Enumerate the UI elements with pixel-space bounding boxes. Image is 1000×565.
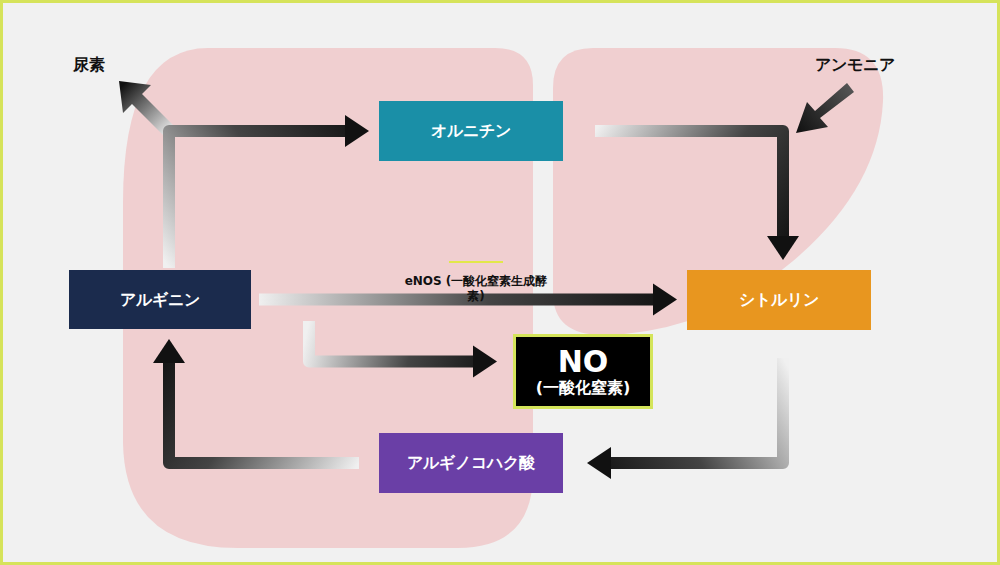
reaction-arrow xyxy=(595,131,799,260)
argininosuccinate-box: アルギノコハク酸 xyxy=(379,433,563,493)
arrow-head xyxy=(653,284,677,316)
enzyme-label: eNOS (一酸化窒素生成酵素) xyxy=(401,274,551,304)
arrow-shaft xyxy=(309,321,475,362)
node-title: オルニチン xyxy=(431,121,511,140)
node-title: NO xyxy=(558,346,609,378)
reaction-arrow xyxy=(153,339,359,463)
arrow-head xyxy=(473,346,497,378)
arrow-shaft xyxy=(595,131,783,238)
ornithine-box: オルニチン xyxy=(379,101,563,161)
enos-underline xyxy=(449,261,503,263)
substance-label: アンモニア xyxy=(815,55,895,76)
node-subtitle: (一酸化窒素) xyxy=(536,378,631,397)
node-title: アルギニン xyxy=(120,290,200,309)
arrow-head xyxy=(587,447,611,479)
arginine-box: アルギニン xyxy=(69,270,251,329)
reaction-arrow xyxy=(169,115,369,268)
nitric-oxide-box: NO(一酸化窒素) xyxy=(513,334,653,409)
arrow-head xyxy=(345,115,369,147)
reaction-arrow xyxy=(309,321,497,378)
ammonia-arrow xyxy=(796,83,854,133)
arrow-shaft xyxy=(259,294,655,306)
node-title: シトルリン xyxy=(739,290,819,309)
arrow-shaft xyxy=(169,361,359,463)
citrulline-box: シトルリン xyxy=(687,270,871,330)
substance-label: 尿素 xyxy=(73,55,105,76)
liver-right-lobe xyxy=(553,48,883,335)
node-title: アルギノコハク酸 xyxy=(407,453,535,472)
arrow-head xyxy=(153,339,185,363)
arrow-head xyxy=(767,236,799,260)
arrow-shaft xyxy=(169,131,347,268)
